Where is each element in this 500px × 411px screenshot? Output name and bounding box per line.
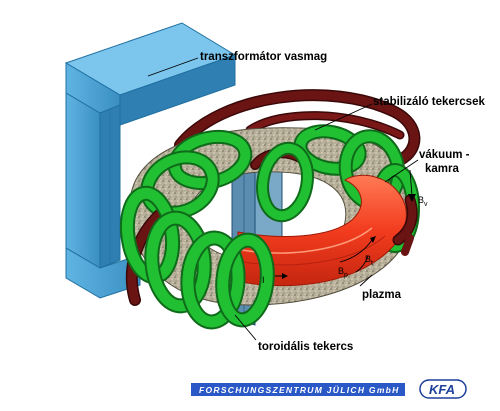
svg-text:KFA: KFA: [429, 382, 455, 397]
stabilizing-coils-back: [174, 89, 421, 166]
label-current: I: [262, 275, 265, 285]
leader-plasma: [359, 274, 373, 287]
label-vacuum-chamber-line1: vákuum -: [419, 149, 470, 161]
leader-vacuum-chamber: [384, 159, 419, 183]
toroidal-coils-front: [119, 141, 314, 330]
label-field-vertical: Bv: [418, 195, 428, 208]
leader-iron-core: [147, 57, 199, 77]
footer-bar: [191, 383, 405, 396]
footer-institution: FORSCHUNGSZENTRUM JÜLICH GmbH: [199, 385, 400, 395]
label-field-toroidal: Bt: [365, 254, 373, 267]
leader-toroidal-coils: [234, 314, 257, 341]
label-plasma: plazma: [362, 289, 402, 301]
label-vacuum-chamber-line2: kamra: [425, 163, 459, 175]
label-toroidal-coils: toroidális tekercs: [258, 341, 353, 353]
label-iron-core: transzformátor vasmag: [200, 51, 327, 63]
label-stabilizing-coils: stabilizáló tekercsek: [373, 96, 485, 108]
label-field-poloidal: Bp: [338, 266, 348, 279]
leader-lines: [147, 57, 419, 341]
footer: FORSCHUNGSZENTRUM JÜLICH GmbH KFA: [191, 379, 467, 399]
leader-stabilizing-coils: [314, 103, 373, 131]
vertical-field-arrow: [408, 169, 416, 202]
kfa-logo: KFA: [419, 379, 467, 399]
